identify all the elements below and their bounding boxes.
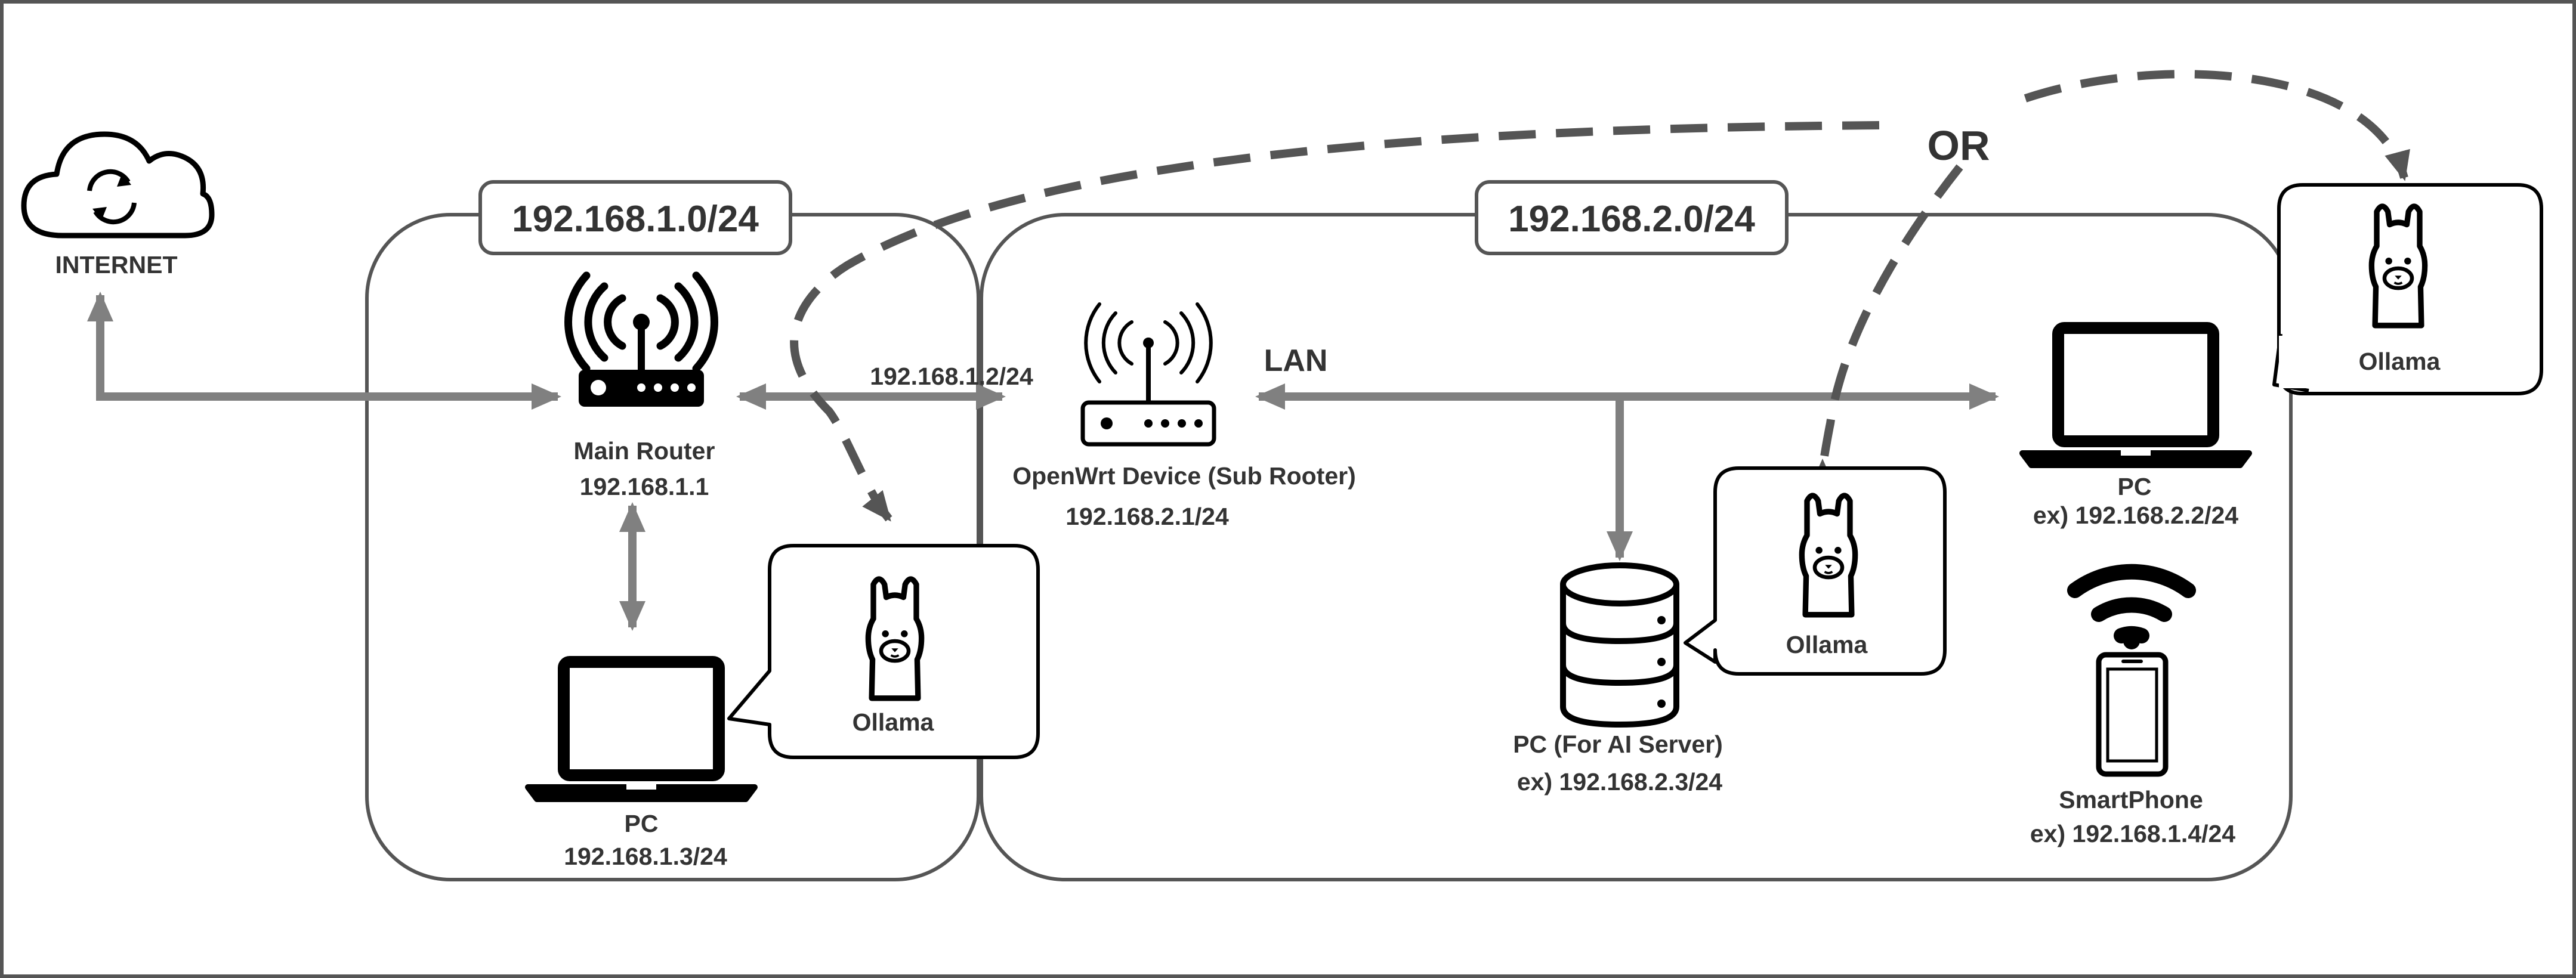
llama-icon [868, 579, 921, 698]
ollama-bubble-server: Ollama [1684, 466, 1947, 676]
svg-text:Ollama: Ollama [853, 708, 935, 736]
svg-text:192.168.2.0/24: 192.168.2.0/24 [1508, 199, 1755, 240]
pc-sub-laptop-icon [2022, 328, 2249, 465]
pc-main-laptop-icon [528, 662, 755, 799]
lan-label: LAN [1264, 343, 1328, 378]
ai-server-name: PC (For AI Server) [1513, 731, 1723, 758]
dashed-link-to-ollama-main [790, 121, 1880, 522]
llama-icon [1802, 496, 1855, 615]
llama-icon [2371, 206, 2424, 326]
pc-main-ip: 192.168.1.3/24 [564, 843, 727, 870]
dashed-link-to-ollama-sub [2024, 70, 2410, 181]
smartphone-name: SmartPhone [2059, 786, 2203, 813]
wifi-icon [2067, 564, 2196, 643]
openwrt-name: OpenWrt Device (Sub Rooter) [1012, 462, 1356, 490]
ollama-bubble-main: Ollama [727, 544, 1040, 759]
subnet-label-sub: 192.168.2.0/24 [1475, 180, 1789, 255]
ollama-bubble-sub: Ollama [2272, 183, 2543, 395]
svg-text:192.168.1.0/24: 192.168.1.0/24 [512, 199, 759, 240]
smartphone-ip: ex) 192.168.1.4/24 [2030, 820, 2235, 847]
cloud-sync-icon [21, 131, 215, 239]
main-router-name: Main Router [574, 437, 715, 465]
openwrt-router-icon [1080, 302, 1216, 447]
dashed-link-to-ollama-server [1809, 164, 1963, 489]
or-label: OR [1928, 122, 1990, 169]
main-router-icon [564, 271, 718, 407]
internet-to-router-arrow [87, 292, 561, 410]
link-ip-label: 192.168.1.2/24 [870, 363, 1033, 390]
pc-main-name: PC [625, 810, 659, 837]
ai-server-ip: ex) 192.168.2.3/24 [1517, 768, 1722, 796]
pc-sub-name: PC [2118, 473, 2152, 500]
ai-server-database-icon [1560, 562, 1679, 728]
internet-label: INTERNET [55, 251, 178, 278]
subnet-label-main: 192.168.1.0/24 [478, 180, 792, 255]
svg-text:Ollama: Ollama [2359, 348, 2441, 375]
main-router-ip: 192.168.1.1 [580, 473, 709, 500]
smartphone-icon [2096, 652, 2169, 777]
openwrt-ip: 192.168.2.1/24 [1065, 503, 1229, 530]
pc-sub-ip: ex) 192.168.2.2/24 [2033, 502, 2238, 529]
svg-text:Ollama: Ollama [1786, 631, 1868, 658]
